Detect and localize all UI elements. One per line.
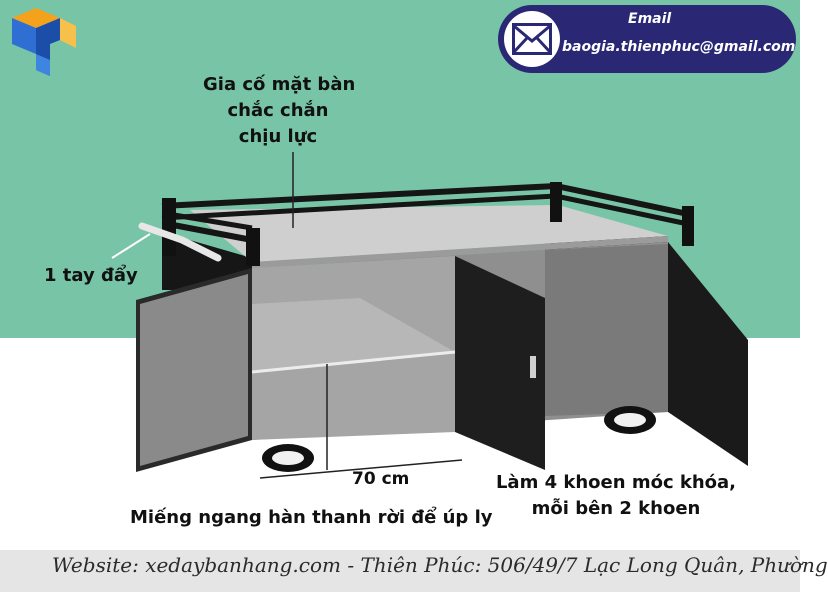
logo-cube-icon	[12, 8, 76, 76]
callout-locks-line-2: mỗi bên 2 khoen	[531, 498, 701, 519]
email-badge: Email baogia.thienphuc@gmail.com	[498, 5, 796, 73]
callout-locks: Làm 4 khoen móc khóa, mỗi bên 2 khoen	[492, 470, 740, 522]
door-middle	[455, 256, 545, 470]
cart-illustration	[111, 152, 748, 479]
email-address[interactable]: baogia.thienphuc@gmail.com	[562, 39, 796, 55]
callout-dimension: 70 cm	[352, 469, 410, 489]
door-right	[668, 242, 748, 466]
door-left-face	[140, 274, 248, 466]
push-handle-bar	[138, 222, 222, 262]
email-icon-circle	[504, 11, 560, 67]
post-right-back	[550, 182, 562, 222]
dimension-line	[259, 459, 463, 479]
callout-top-line-3: chịu lực	[238, 126, 318, 147]
footer-bar	[0, 550, 800, 592]
callout-top-line-1: Gia cố mặt bàn	[203, 74, 356, 95]
callout-top-line-2: chắc chắn	[227, 100, 329, 121]
rail-front-left	[167, 221, 253, 243]
callout-top-reinforce: Gia cố mặt bàn chắc chắn chịu lực	[203, 72, 356, 150]
envelope-icon	[512, 23, 552, 55]
shelf-edge	[251, 350, 456, 374]
post-left-back	[162, 198, 176, 256]
footer-website[interactable]: Website: xedaybanhang.com - Thiên Phúc: …	[52, 553, 828, 577]
table-top	[190, 205, 668, 262]
callout-push-handle: 1 tay đẩy	[44, 265, 138, 286]
email-title: Email	[628, 11, 672, 27]
door-latch-middle	[530, 356, 536, 378]
pointer-handle	[111, 233, 151, 259]
table-top-edge	[252, 236, 668, 268]
cabinet-right-interior	[545, 244, 668, 416]
post-right-front	[682, 206, 694, 246]
inner-shelf	[252, 298, 455, 372]
callout-locks-line-1: Làm 4 khoen móc khóa,	[495, 472, 737, 493]
callout-shelf: Miếng ngang hàn thanh rời để úp ly	[130, 507, 493, 528]
post-left-front	[246, 228, 260, 266]
rail-front-left-2	[167, 211, 253, 231]
